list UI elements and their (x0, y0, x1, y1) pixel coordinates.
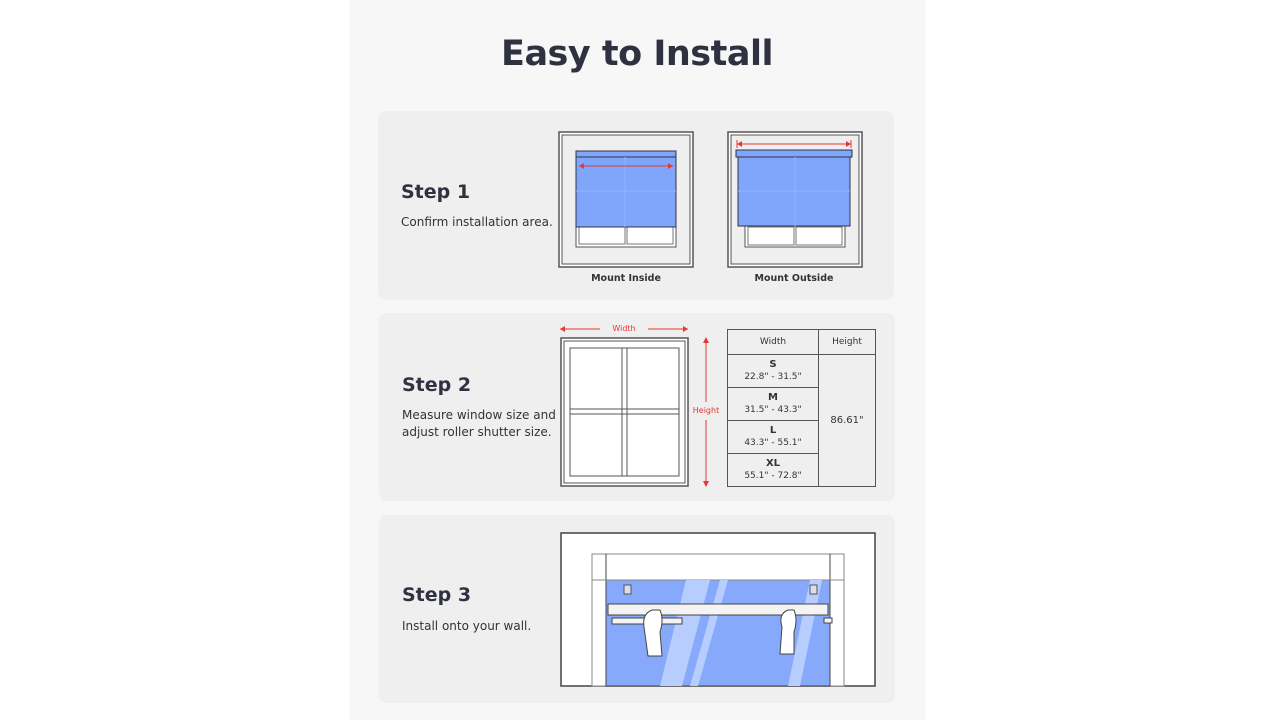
size-range: 31.5" - 43.3" (744, 405, 802, 415)
step-1-title: Step 1 (401, 181, 471, 203)
mount-inside-caption: Mount Inside (591, 273, 661, 284)
wall-install-illustration (560, 532, 876, 687)
mount-outside-caption: Mount Outside (754, 273, 834, 284)
size-row: S 22.8" - 31.5" (727, 354, 819, 388)
mount-outside-illustration (727, 131, 863, 268)
size-row: M 31.5" - 43.3" (727, 387, 819, 421)
step-3-title: Step 3 (402, 584, 472, 606)
window-measure-illustration (560, 326, 709, 487)
size-row: XL 55.1" - 72.8" (727, 453, 819, 487)
step-3-description: Install onto your wall. (402, 619, 532, 633)
mount-inside-illustration (558, 131, 694, 268)
height-value: 86.61" (818, 354, 876, 487)
size-row: L 43.3" - 55.1" (727, 420, 819, 454)
height-label: Height (692, 406, 720, 415)
size-range: 43.3" - 55.1" (744, 438, 802, 448)
size-label: L (769, 425, 777, 436)
size-label: S (769, 359, 777, 370)
height-header: Height (818, 329, 876, 355)
step-2-description: Measure window size and adjust roller sh… (402, 408, 556, 439)
step-2-title: Step 2 (402, 374, 472, 396)
step-1-description: Confirm installation area. (401, 215, 553, 229)
width-header: Width (727, 329, 819, 355)
size-range: 22.8" - 31.5" (744, 372, 802, 382)
page-title: Easy to Install (501, 34, 773, 74)
width-label: Width (612, 324, 636, 333)
size-label: XL (765, 458, 781, 469)
size-range: 55.1" - 72.8" (744, 471, 802, 481)
size-label: M (768, 392, 778, 403)
